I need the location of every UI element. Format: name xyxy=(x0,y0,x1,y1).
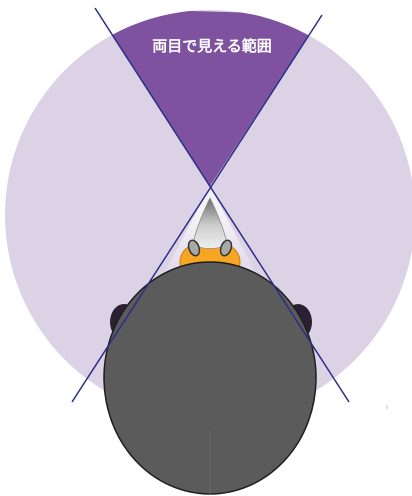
binocular-vision-label: 両目で見える範囲 xyxy=(152,37,272,55)
right-eye xyxy=(219,239,233,257)
left-eye xyxy=(187,239,201,257)
binocular-vision-area xyxy=(95,10,322,186)
left-sight-line xyxy=(94,7,350,403)
right-sight-line xyxy=(71,14,323,403)
beak xyxy=(192,197,228,249)
